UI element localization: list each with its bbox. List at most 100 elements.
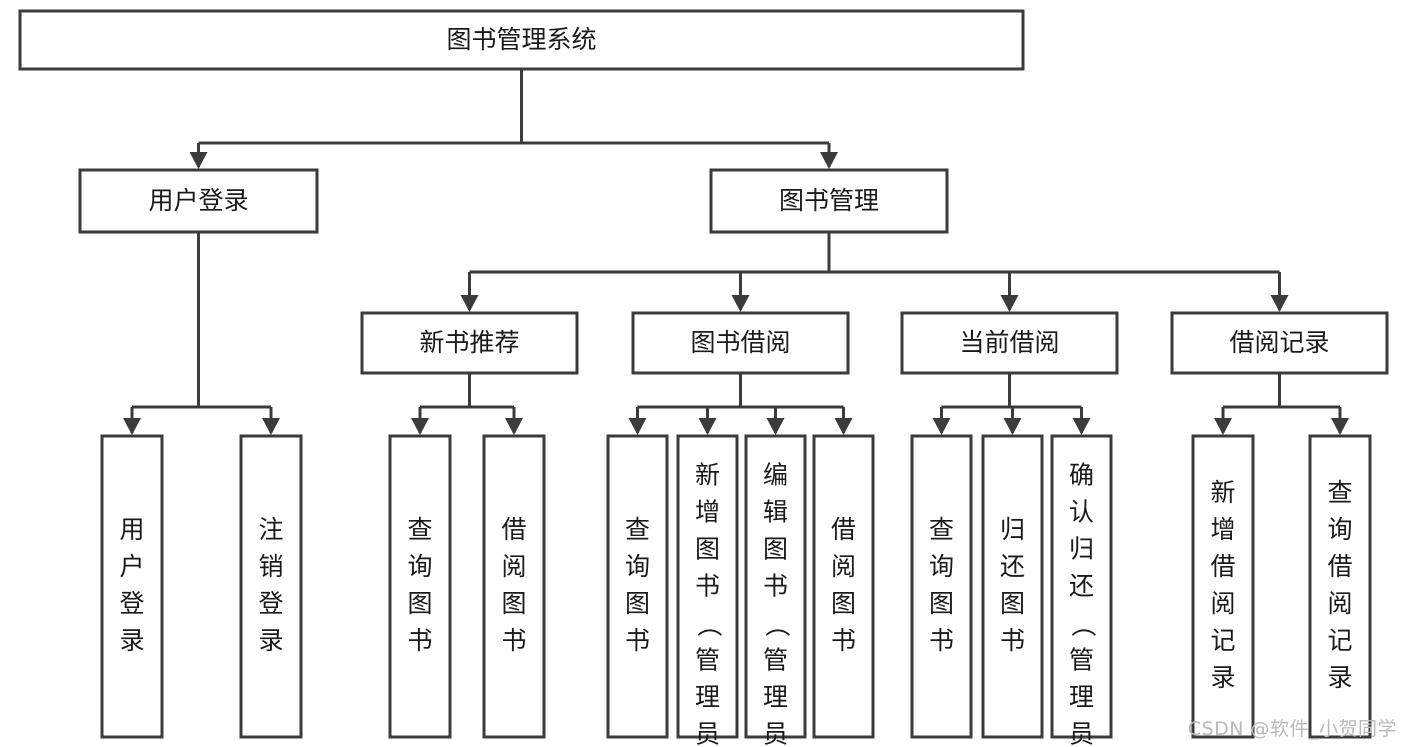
- leaf-label-char: 阅: [1327, 589, 1352, 618]
- node-label: 图书管理系统: [446, 25, 596, 54]
- leaf-label-char: 询: [625, 552, 650, 581]
- arrow-head: [766, 418, 785, 435]
- leaf-label-char: 阅: [831, 552, 856, 581]
- leaf-label-char: 录: [258, 626, 283, 655]
- node-box[interactable]: [631, 311, 850, 375]
- arrow-head: [1003, 418, 1022, 435]
- arrow-head: [932, 418, 951, 435]
- leaf-box[interactable]: [1308, 434, 1372, 739]
- leaf-box[interactable]: [910, 434, 973, 739]
- leaf-box[interactable]: [676, 434, 739, 739]
- leaf-box[interactable]: [981, 434, 1044, 739]
- leaf-label-char: 记: [1210, 626, 1235, 655]
- leaf-label-char: 增: [695, 498, 720, 527]
- leaf-label-char: 录: [1210, 663, 1235, 692]
- leaf-box[interactable]: [1050, 434, 1113, 739]
- node-box[interactable]: [709, 168, 949, 234]
- node-box[interactable]: [18, 9, 1025, 71]
- node-label: 用户登录: [148, 186, 248, 215]
- leaf-label-char: 员: [1069, 720, 1094, 747]
- node-box[interactable]: [900, 311, 1119, 375]
- leaf-label-char: 图: [763, 535, 788, 564]
- leaf-label-char: 管: [695, 646, 720, 675]
- leaf-label-char: 录: [119, 626, 144, 655]
- leaf-label-char: 图: [831, 589, 856, 618]
- node-box[interactable]: [78, 168, 319, 234]
- node-level3-当前借阅[interactable]: 当前借阅: [900, 311, 1119, 375]
- node-box[interactable]: [360, 311, 579, 375]
- leaf-label-char: 归: [1069, 535, 1094, 564]
- leaf-label-char: 借: [831, 515, 856, 544]
- leaf-label-char: 理: [1069, 683, 1094, 712]
- arrow-head: [820, 152, 838, 169]
- leaf-label-char: 询: [1327, 515, 1352, 544]
- leaf-box[interactable]: [100, 434, 164, 739]
- leaf-label-char: 录: [1327, 663, 1352, 692]
- arrow-head: [1072, 418, 1091, 435]
- arrow-head: [189, 152, 208, 169]
- leaf-label-char: 书: [1000, 626, 1025, 655]
- leaf-label-char: 询: [929, 552, 954, 581]
- node-level3-借阅记录[interactable]: 借阅记录: [1170, 311, 1389, 375]
- arrow-head: [1331, 418, 1349, 435]
- leaf-box[interactable]: [744, 434, 807, 739]
- node-level3-新书推荐[interactable]: 新书推荐: [360, 311, 579, 375]
- leaf-label-char: 阅: [1210, 589, 1235, 618]
- node-box[interactable]: [1170, 311, 1389, 375]
- leaf-box[interactable]: [388, 434, 452, 739]
- leaf-label-char: 图: [407, 589, 432, 618]
- leaf-node-用户登录[interactable]: 用户登录: [100, 434, 164, 739]
- leaf-label-char: 户: [119, 552, 144, 581]
- leaf-label-char: 编: [763, 461, 788, 490]
- leaf-label-char: 查: [1327, 478, 1352, 507]
- arrow-head: [834, 418, 853, 435]
- arrow-head: [628, 418, 647, 435]
- leaf-label-char: 查: [407, 515, 432, 544]
- leaf-label-char: 阅: [501, 552, 526, 581]
- leaf-label-char: 书: [763, 572, 788, 601]
- leaf-label-char: 理: [695, 683, 720, 712]
- node-root-图书管理系统[interactable]: 图书管理系统: [18, 9, 1025, 71]
- leaf-label-char: 图: [695, 535, 720, 564]
- leaf-label-char: 借: [1327, 552, 1352, 581]
- leaf-box[interactable]: [239, 434, 303, 739]
- leaf-label-char: 销: [258, 552, 283, 581]
- node-level2-用户登录[interactable]: 用户登录: [78, 168, 319, 234]
- leaf-label-char: 查: [625, 515, 650, 544]
- node-label: 图书管理: [779, 186, 879, 215]
- leaf-label-char: 登: [258, 589, 283, 618]
- arrow-head: [1214, 418, 1232, 435]
- leaf-label-char: 增: [1210, 515, 1235, 544]
- node-label: 图书借阅: [690, 328, 790, 357]
- leaf-label-char: 图: [625, 589, 650, 618]
- node-level3-图书借阅[interactable]: 图书借阅: [631, 311, 850, 375]
- arrow-head: [460, 295, 479, 312]
- leaf-box[interactable]: [482, 434, 546, 739]
- leaf-label-char: 图: [1000, 589, 1025, 618]
- arrow-head: [411, 418, 429, 435]
- leaf-box[interactable]: [812, 434, 875, 739]
- leaf-label-char: 辑: [763, 498, 788, 527]
- leaf-label-char: 还: [1069, 572, 1094, 601]
- node-level2-图书管理[interactable]: 图书管理: [709, 168, 949, 234]
- leaf-label-char: （: [1069, 612, 1098, 637]
- arrow-head: [505, 418, 523, 435]
- leaf-box[interactable]: [606, 434, 669, 739]
- connector-layer: [123, 69, 1349, 435]
- leaf-box[interactable]: [1191, 434, 1255, 739]
- arrow-head: [262, 418, 280, 435]
